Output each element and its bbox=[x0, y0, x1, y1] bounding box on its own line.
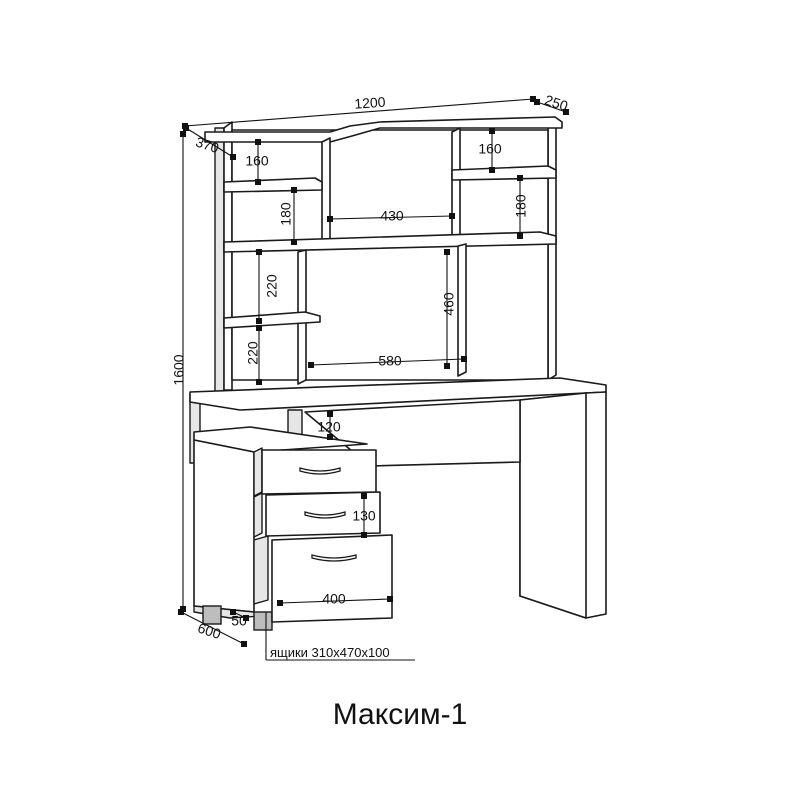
dim-drawer-width-end-a bbox=[277, 600, 283, 606]
drawer-3-handle bbox=[311, 554, 357, 562]
dim-hutch-depth-end-b bbox=[230, 154, 236, 160]
dim-lower-side-gap-end-b bbox=[256, 379, 262, 385]
dim-overall-width-line bbox=[184, 98, 534, 127]
desk-right-leg-inner bbox=[519, 392, 587, 619]
dim-hutch-depth-label: 370 bbox=[194, 134, 221, 157]
dim-center-niche-width-end-b bbox=[449, 213, 455, 219]
dim-upper-side-gap-label: 220 bbox=[264, 274, 280, 298]
dim-left-shelf-gap-label: 160 bbox=[245, 153, 269, 169]
dim-drawer-front-height-end-b bbox=[361, 532, 367, 538]
drawer-3-front bbox=[271, 534, 393, 623]
model-title: Максим-1 bbox=[332, 698, 468, 731]
dim-leg-offset-end-b bbox=[243, 615, 249, 621]
dim-overall-height-label: 1600 bbox=[171, 354, 187, 385]
left-divider bbox=[321, 137, 331, 249]
drawer-1-side bbox=[253, 447, 263, 497]
hutch-left-side bbox=[223, 121, 233, 391]
dim-top-depth-end-a bbox=[534, 99, 540, 105]
dim-center-niche-width-line bbox=[329, 215, 453, 220]
dim-lower-side-gap-end-a bbox=[256, 325, 262, 331]
dim-left-shelf-gap-end-b bbox=[255, 179, 261, 185]
pedestal-leg-right bbox=[253, 611, 273, 631]
dim-upper-side-gap-end-b bbox=[256, 318, 262, 324]
dim-right-niche-height-end-a bbox=[517, 175, 523, 181]
dim-leg-offset-label: 50 bbox=[231, 613, 247, 629]
left-upper-shelf bbox=[223, 177, 323, 193]
drawer-2-handle bbox=[304, 511, 346, 519]
hutch-right-side bbox=[547, 121, 557, 381]
dim-right-shelf-gap-label: 160 bbox=[478, 141, 502, 157]
pedestal-leg-left bbox=[202, 605, 222, 625]
dim-drawer-width-end-b bbox=[387, 596, 393, 602]
lower-right-upright bbox=[457, 243, 467, 377]
dim-left-niche-height-end-b bbox=[291, 239, 297, 245]
dim-left-niche-height-label: 180 bbox=[278, 202, 294, 226]
dim-opening-height-end-a bbox=[444, 249, 450, 255]
dim-drawer-width-label: 400 bbox=[322, 591, 346, 607]
dim-top-depth-line bbox=[536, 101, 567, 113]
hutch-left-side-front bbox=[214, 127, 225, 397]
dim-shelf-gap-under-top-label: 120 bbox=[317, 419, 341, 435]
drawer-2-front bbox=[265, 491, 381, 537]
pedestal-side bbox=[193, 439, 255, 613]
dim-left-shelf-gap-end-a bbox=[255, 139, 261, 145]
dim-opening-height-end-b bbox=[444, 363, 450, 369]
dim-center-niche-width-end-a bbox=[327, 216, 333, 222]
dim-hutch-depth-line bbox=[185, 127, 234, 158]
dim-desk-depth-end-b bbox=[241, 641, 247, 647]
dim-center-niche-width-label: 430 bbox=[380, 208, 404, 224]
dimension-lines bbox=[178, 96, 569, 661]
pedestal-top-shelf bbox=[193, 426, 368, 453]
dimension-labels: 1200 250 1600 370 160 160 180 180 430 220 220 460 58… bbox=[171, 92, 570, 643]
dim-right-shelf-gap-end-b bbox=[489, 167, 495, 173]
dim-top-depth-end-b bbox=[563, 109, 569, 115]
dim-lower-side-gap-label: 220 bbox=[245, 341, 261, 365]
dim-hutch-depth-end-a bbox=[183, 125, 189, 131]
hutch-top-board bbox=[204, 116, 563, 143]
hutch-middle-shelf bbox=[223, 231, 557, 253]
dim-right-shelf-gap-end-a bbox=[489, 128, 495, 134]
dim-drawer-width-line bbox=[279, 598, 391, 604]
dim-left-niche-height-end-a bbox=[291, 187, 297, 193]
dim-leg-offset-end-a bbox=[230, 609, 236, 615]
dim-desk-depth-label: 600 bbox=[196, 620, 223, 643]
dim-desk-depth-end-a bbox=[178, 609, 184, 615]
dim-drawer-front-height-label: 130 bbox=[352, 508, 376, 524]
dim-opening-width-label: 580 bbox=[378, 353, 402, 369]
dim-desk-depth-line bbox=[180, 611, 245, 645]
lower-side-shelf bbox=[223, 311, 321, 329]
dim-upper-side-gap-end-a bbox=[256, 249, 262, 255]
drawer-1-handle bbox=[299, 467, 341, 475]
dim-overall-width-end-b bbox=[530, 96, 536, 102]
drawer-size-note: ящики 310x470x100 bbox=[270, 645, 390, 660]
right-divider bbox=[451, 127, 461, 243]
dim-opening-width-end-b bbox=[461, 356, 467, 362]
dim-shelf-gap-under-top-end-a bbox=[327, 411, 333, 417]
dim-right-niche-height-end-b bbox=[517, 233, 523, 239]
dim-opening-width-line bbox=[310, 358, 465, 366]
drawer-2-side bbox=[253, 492, 263, 538]
dim-shelf-gap-under-top-end-b bbox=[327, 434, 333, 440]
furniture-body bbox=[189, 116, 607, 631]
dim-opening-width-end-a bbox=[308, 362, 314, 368]
dim-opening-height-label: 460 bbox=[441, 292, 457, 316]
dim-overall-height-end-a bbox=[180, 131, 186, 137]
dim-drawer-front-height-end-a bbox=[361, 493, 367, 499]
right-upper-shelf bbox=[451, 165, 557, 181]
drawer-3-side bbox=[253, 535, 269, 605]
dim-top-depth-label: 250 bbox=[543, 92, 570, 115]
dim-overall-width-label: 1200 bbox=[354, 94, 386, 112]
dim-right-niche-height-label: 180 bbox=[513, 194, 529, 218]
